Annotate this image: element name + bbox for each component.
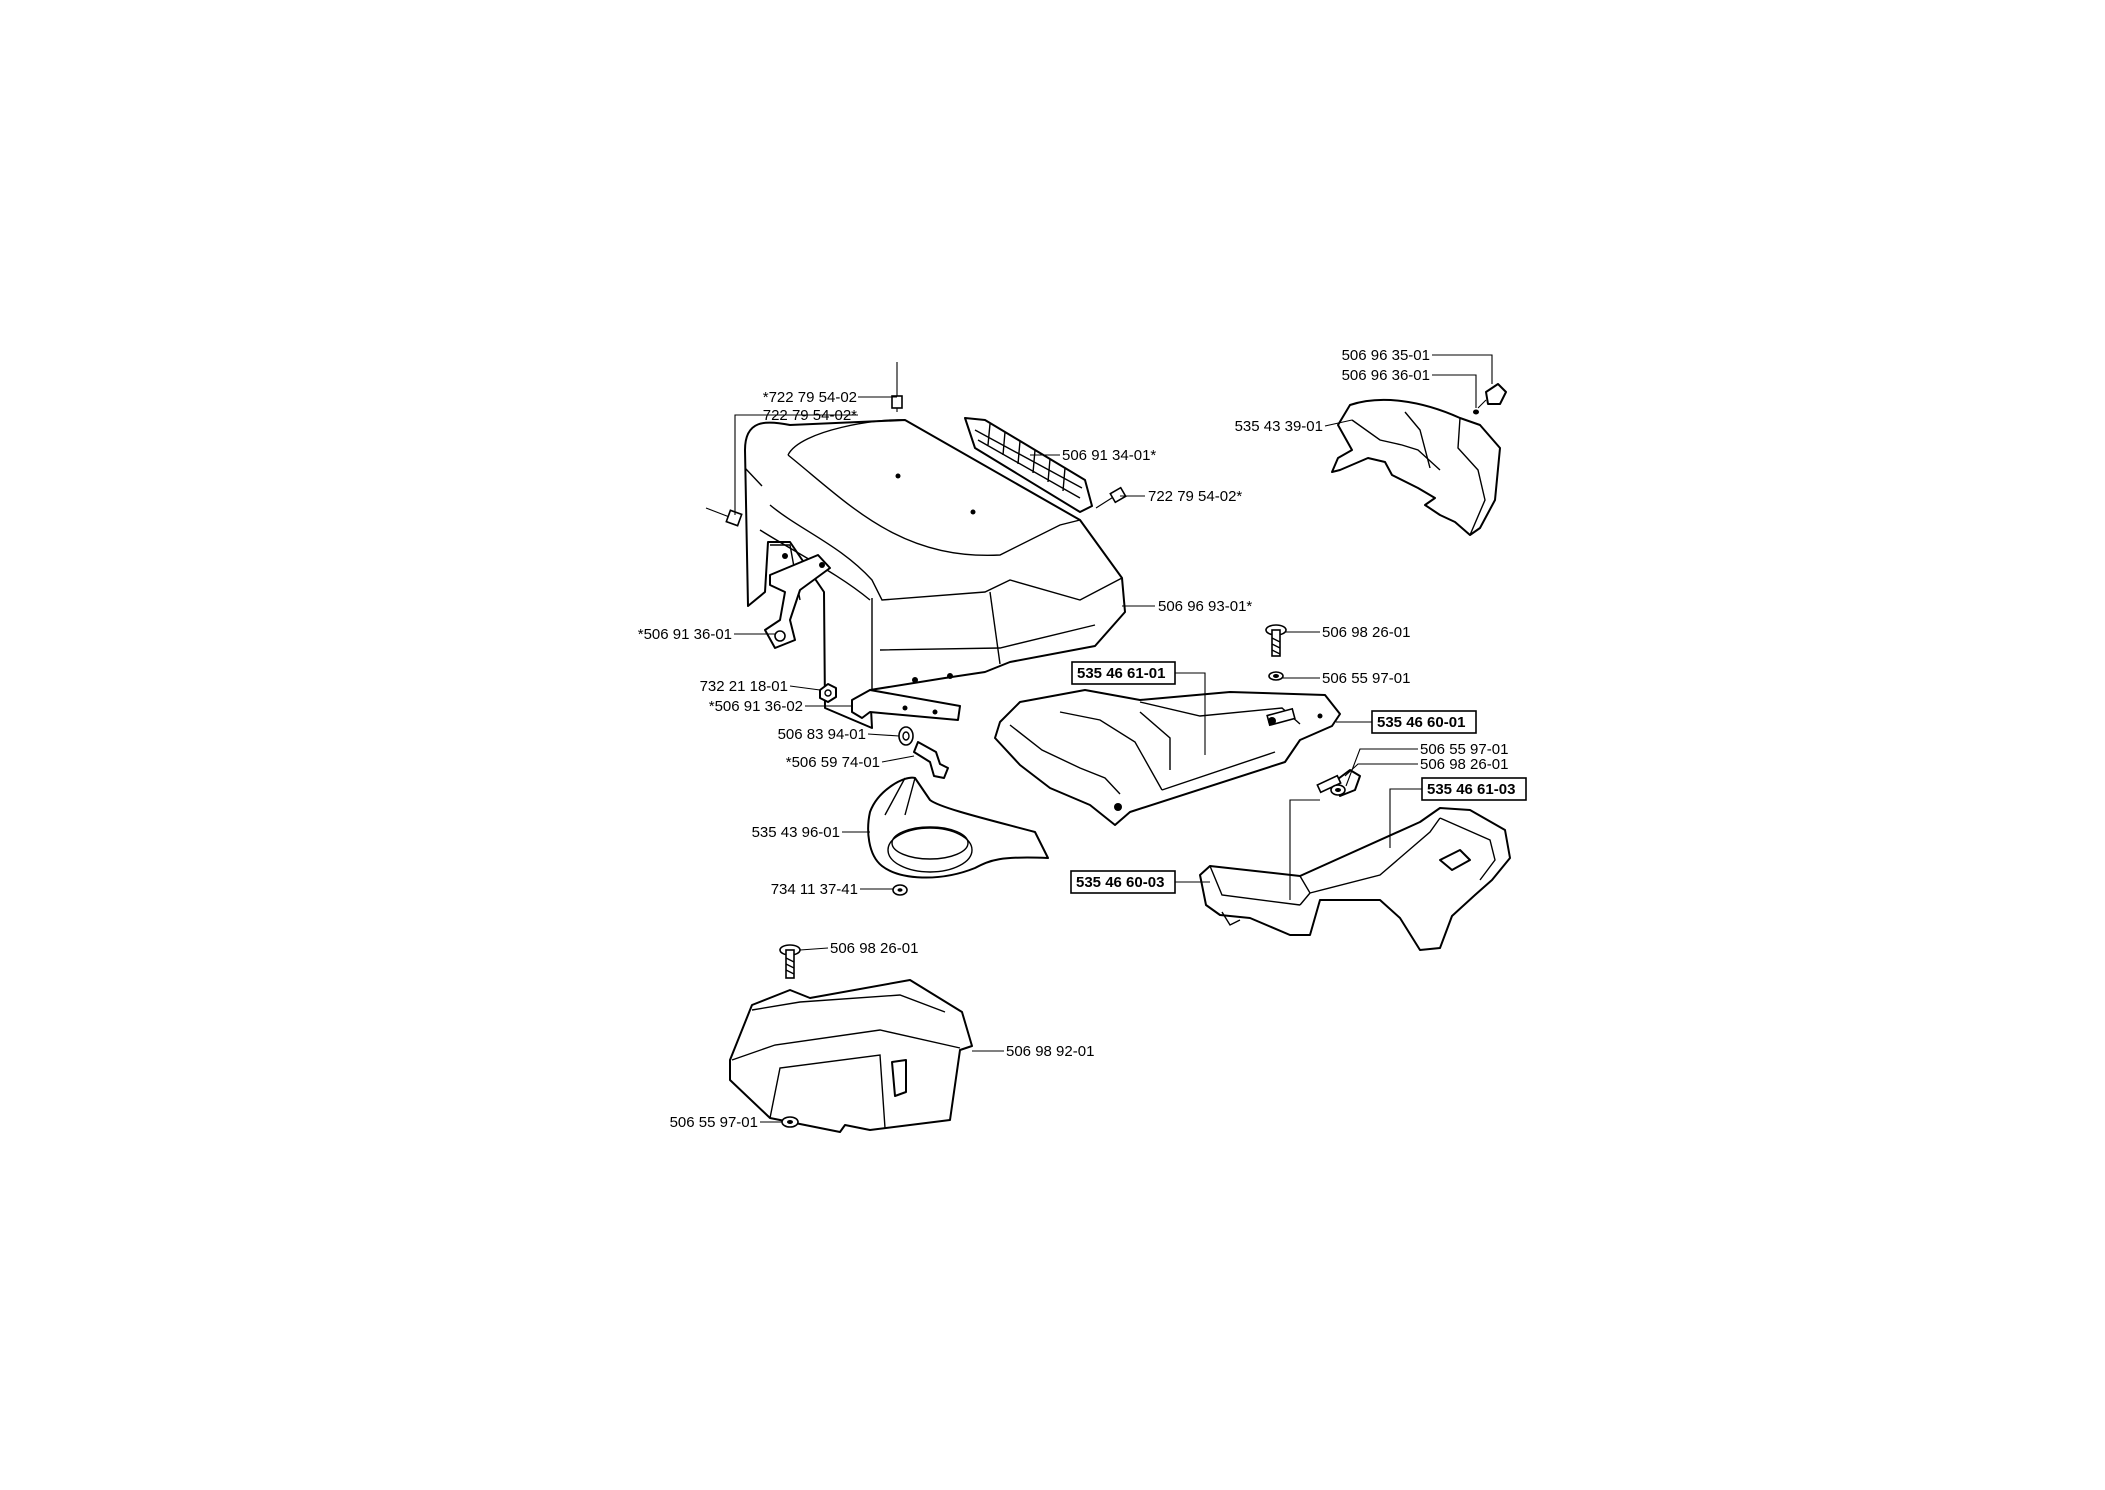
part-label: 722 79 54-02*	[1148, 488, 1242, 505]
assembly-label: 535 46 60-03	[1076, 874, 1164, 891]
battery-cover	[729, 979, 973, 1133]
knob-bolt	[1473, 383, 1507, 415]
assembly-label: 535 46 61-01	[1077, 665, 1165, 682]
rivet-pin-right	[1095, 486, 1127, 509]
part-label: 506 98 26-01	[1322, 624, 1410, 641]
callout-labels: *722 79 54-02 722 79 54-02* 506 91 34-01…	[638, 347, 1509, 1131]
vent-grille	[964, 417, 1093, 513]
part-label: *722 79 54-02	[763, 389, 857, 406]
part-label: 734 11 37-41	[771, 881, 858, 898]
washer-a	[898, 726, 914, 746]
hood-body	[744, 419, 1126, 729]
part-label: 506 98 26-01	[1420, 756, 1508, 773]
bolt	[913, 741, 949, 779]
part-label: 506 96 93-01*	[1158, 598, 1252, 615]
part-label: 506 55 97-01	[1322, 670, 1410, 687]
part-label: 506 55 97-01	[670, 1114, 758, 1131]
hood-bracket-left	[764, 554, 831, 649]
shoulder-bolt-upper	[1265, 624, 1287, 657]
chute-ring	[867, 776, 1049, 879]
part-label: 506 96 35-01	[1342, 347, 1430, 364]
part-label: 506 83 94-01	[778, 726, 866, 743]
part-label: 535 43 39-01	[1235, 418, 1323, 435]
boxed-part-labels: 535 46 61-01 535 46 60-01 535 46 61-03 5…	[1070, 661, 1527, 894]
nut	[819, 683, 837, 703]
rivet-pin-left	[705, 507, 743, 527]
washer-upper	[1268, 671, 1284, 681]
washer-right	[1330, 784, 1346, 796]
part-label: 732 21 18-01	[700, 678, 788, 695]
hinge-bracket	[851, 689, 961, 721]
part-label: 535 43 96-01	[752, 824, 840, 841]
leader-lines	[734, 354, 1493, 1123]
footrest-right-upper	[994, 689, 1341, 826]
part-label: 506 96 36-01	[1342, 367, 1430, 384]
assembly-label: 535 46 60-01	[1377, 714, 1465, 731]
side-shield	[1331, 398, 1501, 536]
assembly-label: 535 46 61-03	[1427, 781, 1515, 798]
part-label: 506 98 26-01	[830, 940, 918, 957]
part-label: *506 91 36-02	[709, 698, 803, 715]
washer-lower	[781, 1116, 799, 1128]
part-label: 506 98 92-01	[1006, 1043, 1094, 1060]
part-label: *506 59 74-01	[786, 754, 880, 771]
washer-b	[892, 884, 908, 896]
rivet-pin-top	[891, 362, 903, 412]
part-label: 722 79 54-02*	[763, 407, 857, 424]
part-label: *506 91 36-01	[638, 626, 732, 643]
part-label: 506 91 34-01*	[1062, 447, 1156, 464]
footrest-right-lower	[1199, 807, 1511, 951]
shoulder-bolt-lower	[779, 944, 801, 979]
part-label: 506 55 97-01	[1420, 741, 1508, 758]
